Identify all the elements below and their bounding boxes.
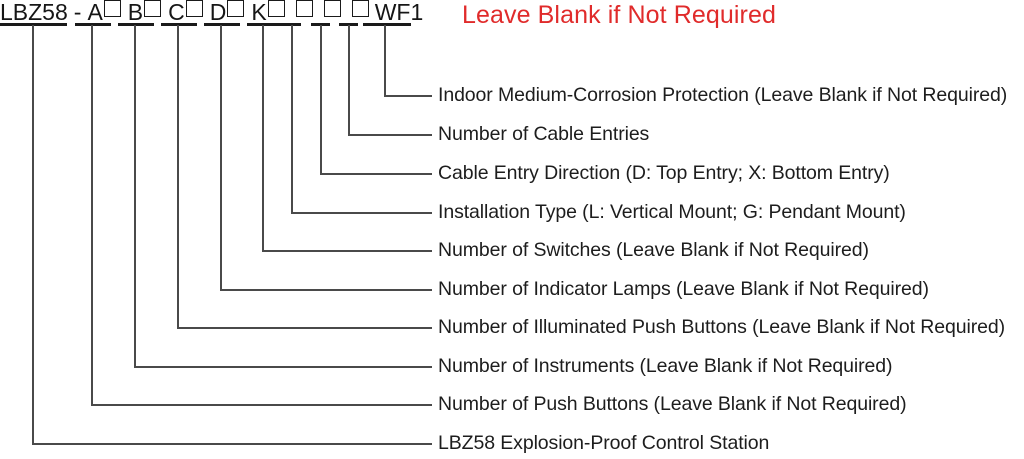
code-segment-k: K xyxy=(251,0,267,25)
leader-vline-illuminated-push-buttons xyxy=(177,25,179,328)
underbar-wf1 xyxy=(363,23,411,26)
callout-label-installation-type: Installation Type (L: Vertical Mount; G:… xyxy=(438,201,906,223)
leader-hline-cable-entries xyxy=(348,134,432,136)
leader-hline-installation-type xyxy=(291,212,432,214)
code-segment-c: C xyxy=(168,0,185,25)
callout-label-illuminated-push-buttons: Number of Illuminated Push Buttons (Leav… xyxy=(438,316,1005,338)
leader-hline-indicator-lamps xyxy=(220,289,432,291)
code-box-k xyxy=(267,0,285,17)
code-segment-series: LBZ58 xyxy=(0,0,68,25)
callout-label-cable-entries: Number of Cable Entries xyxy=(438,123,650,145)
callout-label-series: LBZ58 Explosion-Proof Control Station xyxy=(438,432,770,454)
callout-label-switches: Number of Switches (Leave Blank if Not R… xyxy=(438,239,869,261)
code-box-installation-type xyxy=(295,0,313,17)
underbar-field-d xyxy=(204,23,240,26)
leader-vline-installation-type xyxy=(291,25,293,213)
code-segment-a: A xyxy=(87,0,103,25)
underbar-field-k xyxy=(247,23,283,26)
leader-hline-instruments xyxy=(134,366,432,368)
leader-hline-cable-entry-direction xyxy=(320,173,432,175)
callout-label-indicator-lamps: Number of Indicator Lamps (Leave Blank i… xyxy=(438,278,929,300)
callout-label-corrosion-protection: Indoor Medium-Corrosion Protection (Leav… xyxy=(438,84,1008,106)
underbar-field-c xyxy=(161,23,197,26)
leader-vline-series xyxy=(32,25,34,444)
callout-label-instruments: Number of Instruments (Leave Blank if No… xyxy=(438,355,893,377)
underbar-field-b xyxy=(118,23,154,26)
leader-hline-corrosion-protection xyxy=(384,95,432,97)
leader-vline-push-buttons xyxy=(91,25,93,405)
code-box-cable-entries xyxy=(351,0,369,17)
callout-label-push-buttons: Number of Push Buttons (Leave Blank if N… xyxy=(438,393,907,415)
underbar-installation-type xyxy=(282,23,301,26)
leader-hline-series xyxy=(32,443,432,445)
underbar-field-a xyxy=(75,23,111,26)
code-segment-b: B xyxy=(127,0,144,25)
code-segment-dash: - xyxy=(73,0,82,25)
model-code-string: LBZ58 - A B C D K WF1 xyxy=(0,0,423,26)
leader-vline-cable-entry-direction xyxy=(320,25,322,174)
leader-vline-instruments xyxy=(134,25,136,367)
code-box-a xyxy=(103,0,121,17)
underbar-cable-entry-direction xyxy=(311,23,330,26)
leave-blank-note: Leave Blank if Not Required xyxy=(462,1,776,29)
code-box-cable-entry-direction xyxy=(323,0,341,17)
leader-vline-cable-entries xyxy=(348,25,350,135)
code-box-c xyxy=(185,0,203,17)
underbar-cable-entries xyxy=(339,23,358,26)
leader-vline-switches xyxy=(262,25,264,251)
code-box-b xyxy=(144,0,162,17)
leader-hline-illuminated-push-buttons xyxy=(177,327,432,329)
leader-vline-corrosion-protection xyxy=(384,25,386,96)
leader-hline-switches xyxy=(262,250,432,252)
code-box-d xyxy=(227,0,245,17)
leader-hline-push-buttons xyxy=(91,404,432,406)
code-segment-d: D xyxy=(209,0,227,25)
code-segment-wf1: WF1 xyxy=(374,0,424,25)
callout-label-cable-entry-direction: Cable Entry Direction (D: Top Entry; X: … xyxy=(438,162,890,184)
underbar-series xyxy=(0,23,67,26)
leader-vline-indicator-lamps xyxy=(220,25,222,290)
